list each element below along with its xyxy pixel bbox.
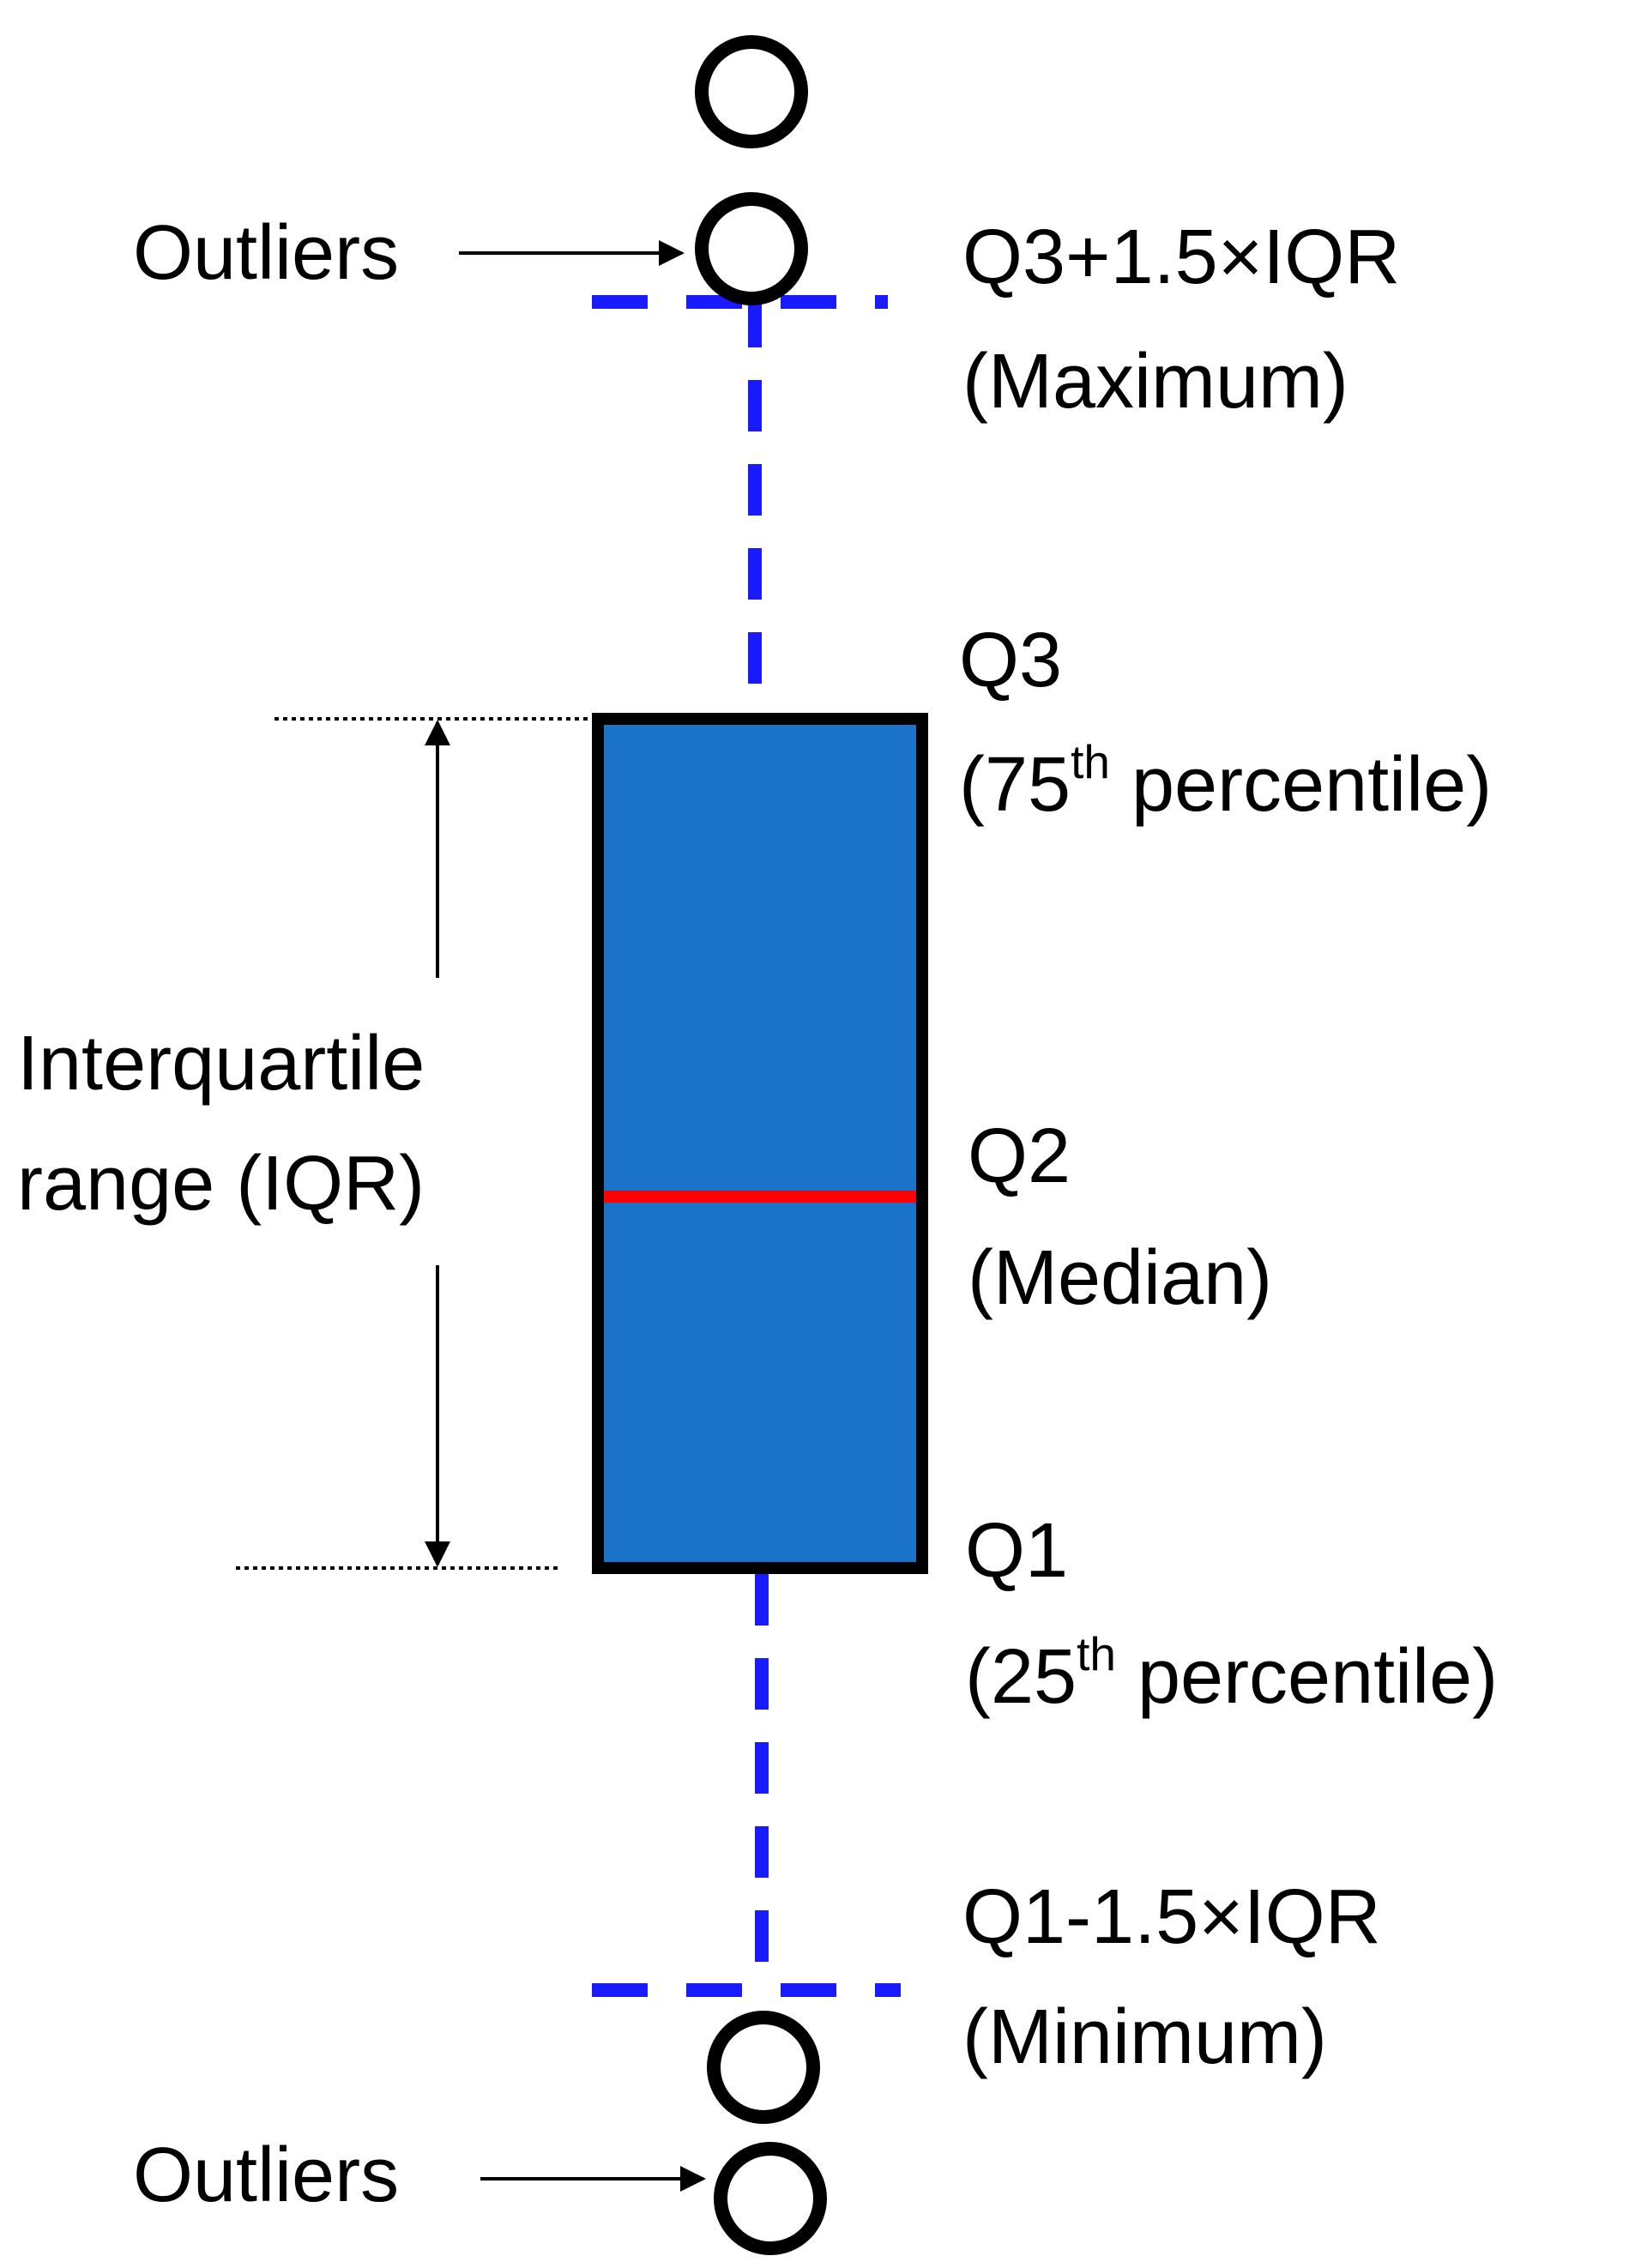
q1-label: Q1: [965, 1508, 1068, 1594]
q1-percentile-label: (25th percentile): [965, 1627, 1498, 1720]
iqr-label-line1: Interquartile: [17, 1021, 425, 1107]
q3-label: Q3: [959, 618, 1062, 703]
maximum-formula-label: Q3+1.5×IQR: [962, 214, 1400, 300]
iqr-label-line2: range (IQR): [17, 1141, 425, 1227]
median-label: (Median): [968, 1235, 1272, 1321]
outlier-marker-top-1: [695, 35, 808, 148]
outlier-marker-bottom-1: [707, 2011, 820, 2124]
outlier-marker-top-2: [695, 192, 808, 305]
outlier-marker-bottom-2: [714, 2142, 827, 2255]
minimum-formula-label: Q1-1.5×IQR: [962, 1874, 1381, 1960]
maximum-label: (Maximum): [962, 339, 1348, 425]
minimum-label: (Minimum): [962, 1994, 1327, 2080]
outliers-bottom-label: Outliers: [133, 2132, 399, 2218]
outliers-top-label: Outliers: [133, 210, 399, 296]
q2-label: Q2: [968, 1113, 1071, 1199]
q3-percentile-label: (75th percentile): [959, 735, 1492, 828]
iqr-box: [592, 713, 928, 1574]
